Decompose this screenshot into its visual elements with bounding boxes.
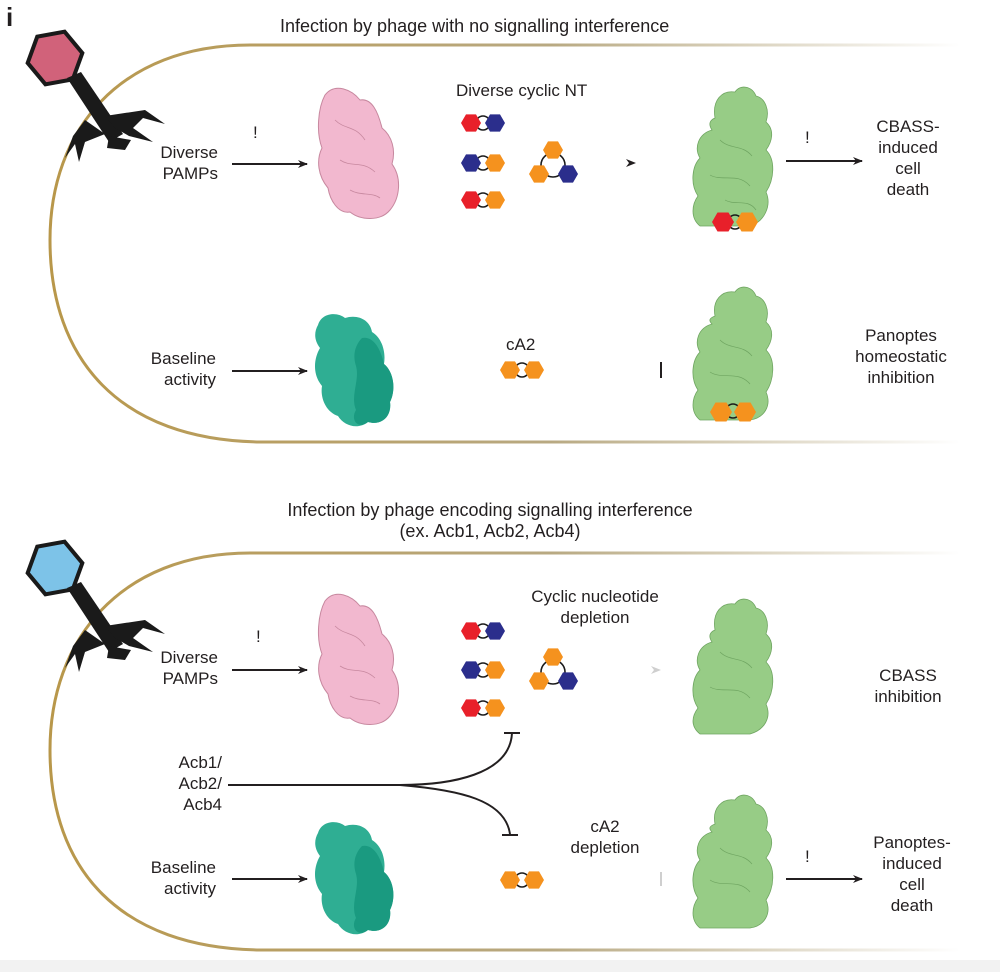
product-line: Cyclic nucleotide <box>531 587 659 606</box>
outcome-line: homeostatic <box>855 347 947 366</box>
cyclic-trinucleotide <box>529 141 578 183</box>
outcome-line: death <box>890 896 934 915</box>
title-line: (ex. Acb1, Acb2, Acb4) <box>399 521 581 541</box>
label-line: Diverse <box>160 648 218 667</box>
cbass-effector-protein-top <box>692 86 774 232</box>
acb-inhibitor-label: Acb1/ Acb2/ Acb4 <box>150 752 222 815</box>
product-line: depletion <box>570 838 640 857</box>
label-line: Diverse <box>160 143 218 162</box>
panoptes-effector-protein-top <box>692 286 774 422</box>
cbass-cyclase-protein-top <box>317 87 399 219</box>
top-row1-alert-mark-2: ! <box>805 128 810 147</box>
cyclic-dinucleotide-blue-orange <box>461 154 505 172</box>
cyclic-dinucleotide-red-orange-bottom <box>461 699 505 717</box>
top-panel-title: Infection by phage with no signalling in… <box>280 16 670 36</box>
label-line: Baseline <box>150 858 216 877</box>
bottom-row1-input-label: Diverse PAMPs <box>140 647 218 689</box>
product-line: cA2 <box>590 817 620 836</box>
outcome-line: inhibition <box>867 368 935 387</box>
outcome-line: inhibition <box>874 687 942 706</box>
cyclic-dinucleotide-red-orange <box>461 191 505 209</box>
cbass-cyclase-protein-bottom <box>317 593 399 725</box>
cyclic-dinucleotide-blue-orange-bottom <box>461 661 505 679</box>
phage-icon-bottom <box>25 539 165 672</box>
cyclic-dinucleotide-red-blue <box>461 114 505 132</box>
top-row1-input-label: Diverse PAMPs <box>140 142 218 184</box>
top-row1-product-label: Diverse cyclic NT <box>456 81 588 100</box>
top-row1-outcome: CBASS- induced cell death <box>868 116 948 200</box>
label-line: activity <box>164 370 216 389</box>
bottom-row2-outcome: Panoptes- induced cell death <box>862 832 962 916</box>
outcome-line: Panoptes- <box>873 833 951 852</box>
bottom-row2-input-label: Baseline activity <box>130 857 216 899</box>
label-line: activity <box>164 879 216 898</box>
top-row2-input-label: Baseline activity <box>130 348 216 390</box>
phage-icon-top <box>25 29 165 162</box>
label-line: Acb4 <box>183 795 222 814</box>
cbass-effector-protein-bottom <box>692 598 774 735</box>
label-line: Baseline <box>150 349 216 368</box>
outcome-line: induced <box>882 854 942 873</box>
label-line: PAMPs <box>162 669 218 688</box>
title-line: Infection by phage encoding signalling i… <box>287 500 693 520</box>
cyclic-trinucleotide-bottom <box>529 648 578 690</box>
outcome-line: induced <box>878 138 938 157</box>
outcome-line: cell <box>899 875 925 894</box>
cell-membrane-bottom <box>48 551 960 952</box>
top-row1-alert-mark: ! <box>253 123 258 142</box>
label-line: Acb2/ <box>178 774 222 793</box>
bottom-strip <box>0 960 1000 972</box>
cA2-molecule-top <box>500 361 544 379</box>
bottom-panel-title: Infection by phage encoding signalling i… <box>240 500 740 542</box>
cell-membrane-top <box>48 43 960 444</box>
top-row2-outcome: Panoptes homeostatic inhibition <box>836 325 966 388</box>
cyclic-dinucleotide-red-blue-bottom <box>461 622 505 640</box>
outcome-line: CBASS <box>879 666 937 685</box>
panoptes-effector-protein-bottom <box>692 794 774 929</box>
label-line: PAMPs <box>162 164 218 183</box>
panel-label: i <box>6 2 14 32</box>
acb-inhibits-cA2-curve <box>399 784 511 835</box>
acb-inhibits-cyclic-nt-curve <box>399 732 513 786</box>
bottom-row1-alert-mark: ! <box>256 627 261 646</box>
panoptes-cyclase-protein-top <box>315 314 394 427</box>
cA2-molecule-bottom <box>500 871 544 889</box>
bottom-row2-product-label: cA2 depletion <box>555 816 655 858</box>
bottom-row1-product-label: Cyclic nucleotide depletion <box>520 586 670 628</box>
outcome-line: death <box>886 180 930 199</box>
top-row2-product-label: cA2 <box>506 335 536 354</box>
outcome-line: CBASS- <box>876 117 940 136</box>
bottom-row1-outcome: CBASS inhibition <box>858 665 958 707</box>
panoptes-cyclase-protein-bottom <box>315 822 394 935</box>
outcome-line: cell <box>895 159 921 178</box>
product-line: depletion <box>560 608 630 627</box>
outcome-line: Panoptes <box>865 326 937 345</box>
label-line: Acb1/ <box>178 753 222 772</box>
bottom-row2-alert-mark: ! <box>805 847 810 866</box>
